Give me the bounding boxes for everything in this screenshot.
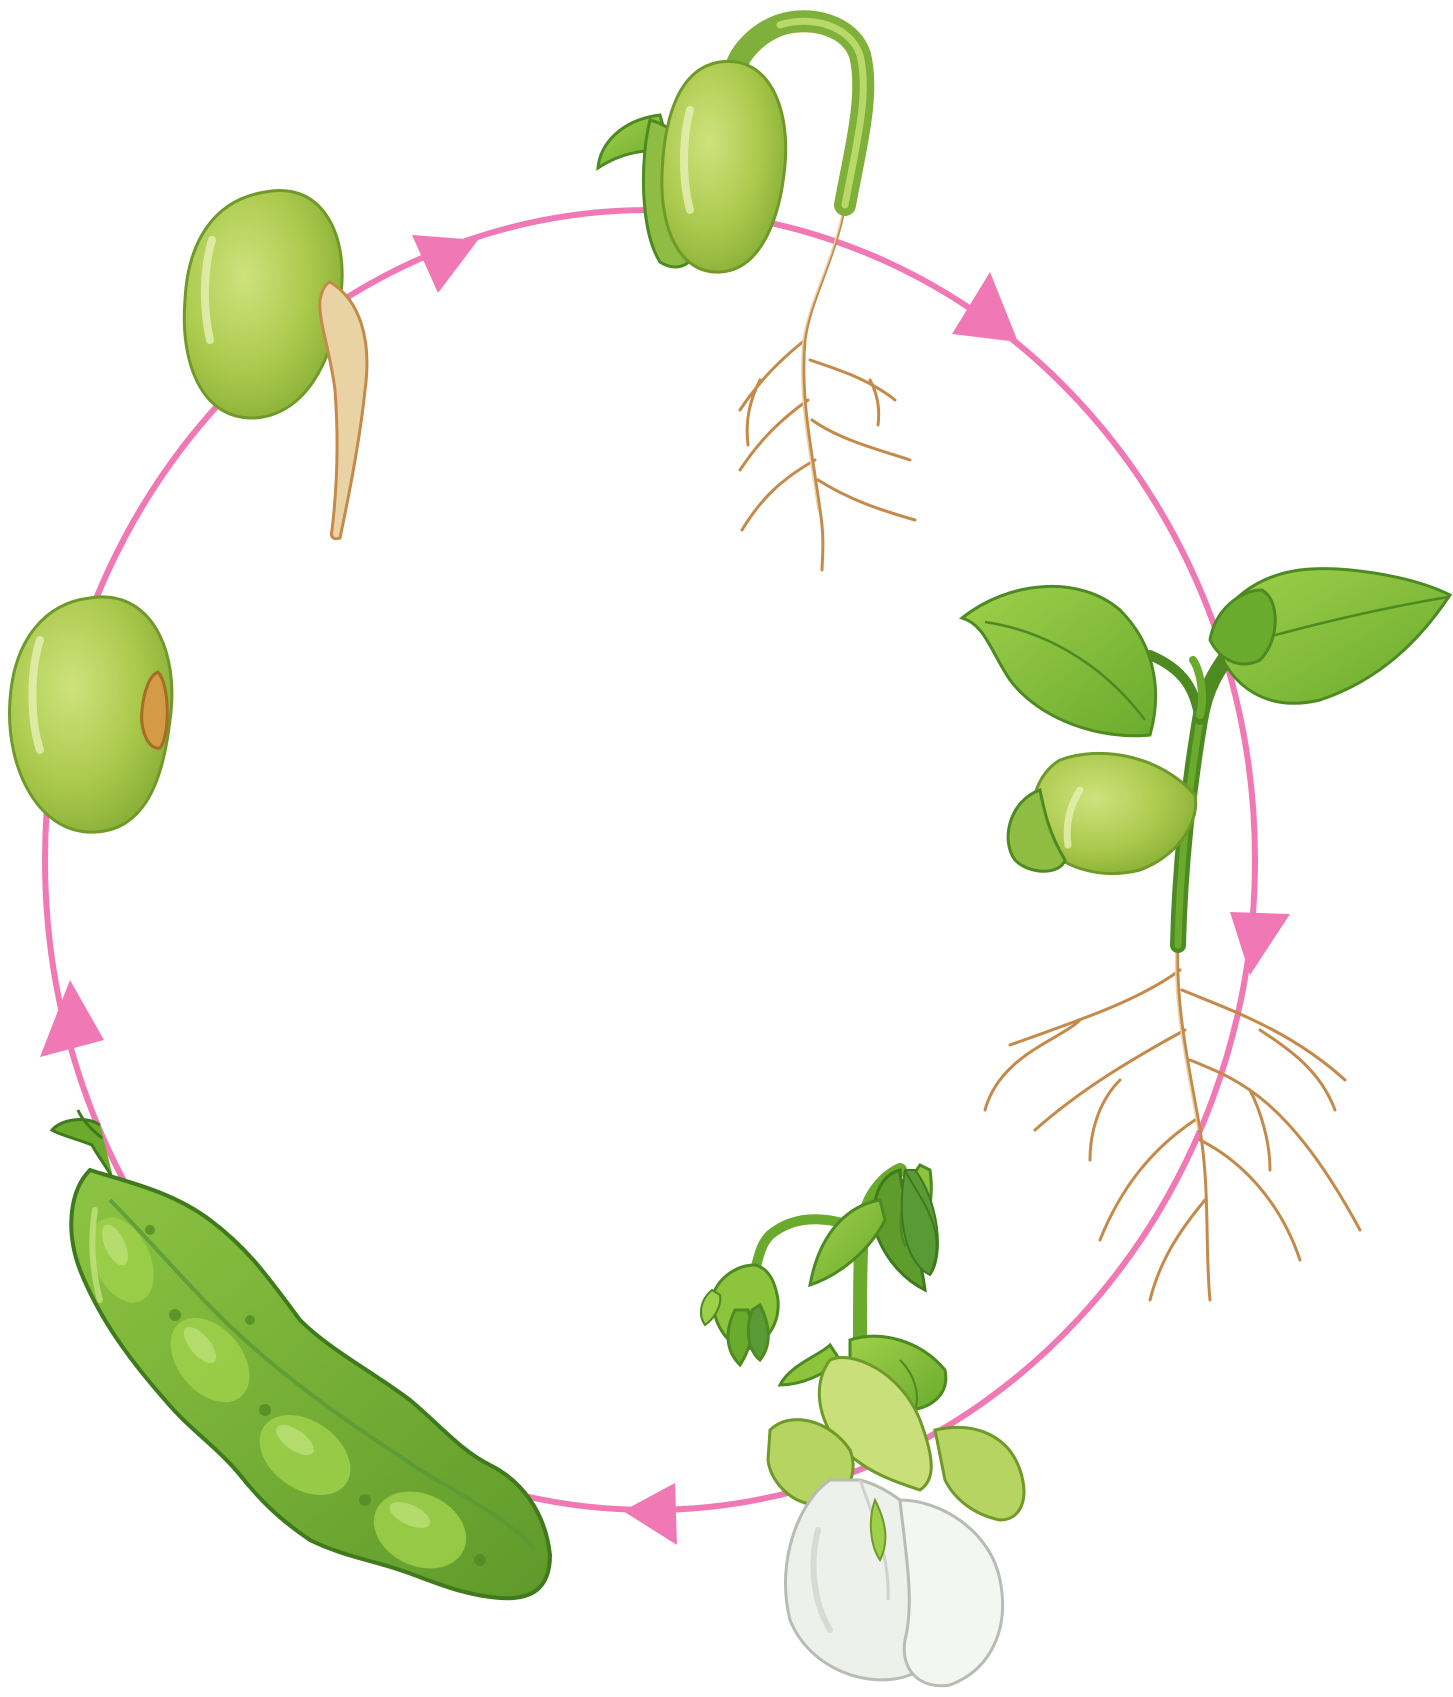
arrow-top-right	[952, 272, 1018, 342]
bean-seed-icon	[10, 597, 172, 832]
flowering-plant-icon	[701, 1165, 1024, 1686]
arrow-left	[40, 980, 104, 1057]
seedling-hook-icon	[598, 21, 915, 570]
arrow-top-left	[412, 235, 478, 293]
bean-pod-icon	[52, 1110, 550, 1598]
germinating-seed-icon	[184, 190, 367, 538]
young-plant-icon	[962, 569, 1450, 1300]
arrow-bottom	[623, 1483, 677, 1545]
arrow-right	[1230, 912, 1290, 975]
